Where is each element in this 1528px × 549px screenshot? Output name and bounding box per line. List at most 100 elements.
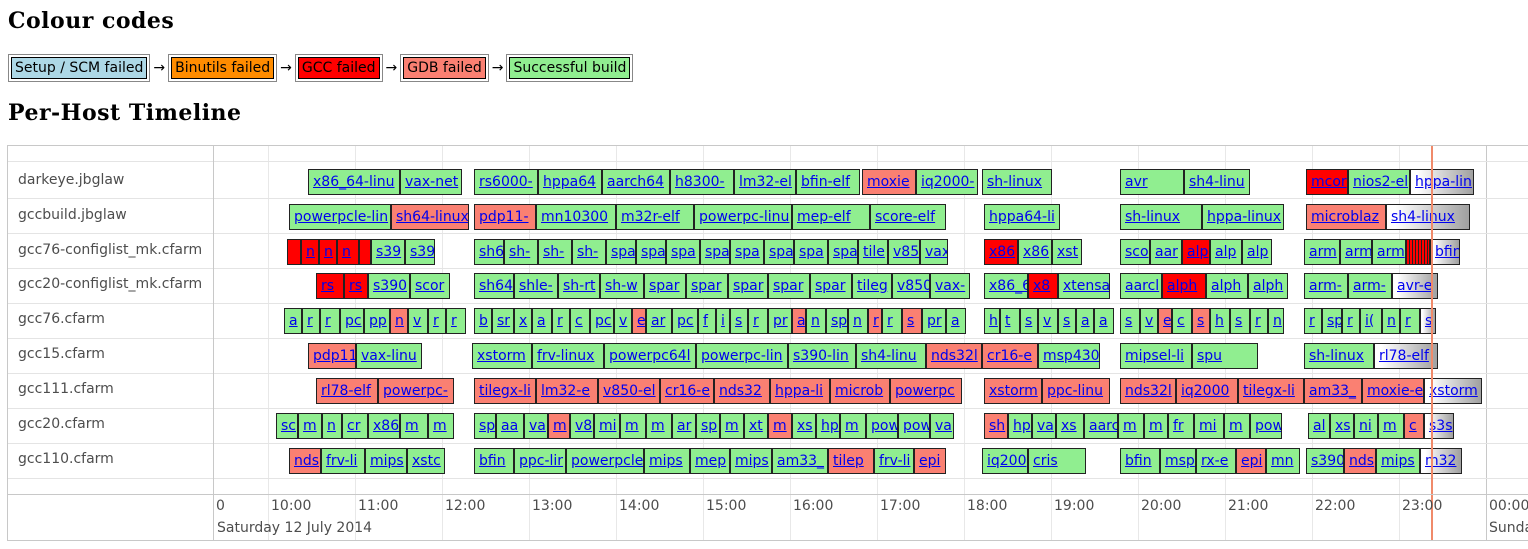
build-job-link[interactable]: rl78-elf [321,383,371,399]
build-job[interactable]: spar [686,273,728,299]
build-job-link[interactable]: cr [347,418,361,434]
build-job[interactable]: spar [644,273,686,299]
build-job-link[interactable]: cris [1033,453,1058,469]
build-job[interactable]: spar [810,273,852,299]
build-job[interactable]: alph [1162,273,1206,299]
build-job-link[interactable]: epi [1241,453,1263,469]
build-job-link[interactable]: pc [677,313,694,329]
build-job[interactable]: va [930,413,954,439]
build-job-link[interactable]: nds [294,453,320,469]
build-job[interactable]: shle- [514,273,558,299]
build-job[interactable]: rl78-elf [1374,343,1438,369]
build-job[interactable]: xstorm [472,343,532,369]
build-job[interactable]: mips [730,448,772,474]
build-job[interactable]: rs6000- [474,169,538,195]
build-job-link[interactable]: s [1235,313,1243,329]
build-job[interactable]: r [1400,308,1420,334]
build-job[interactable]: s390 [1306,448,1344,474]
build-job[interactable]: alp [1210,239,1242,265]
build-job-link[interactable]: sh [989,418,1006,434]
build-job[interactable]: ppc-linu [1042,378,1110,404]
build-job-link[interactable]: spa [799,244,824,260]
build-job-link[interactable]: v [1043,313,1052,329]
build-job[interactable]: n [1382,308,1400,334]
build-job-link[interactable]: arm [1345,244,1372,260]
build-job-link[interactable]: nds32l [1125,383,1172,399]
build-job-link[interactable]: bfin [1125,453,1152,469]
build-job[interactable]: sh4-linu [856,343,926,369]
build-job[interactable]: pr [768,308,792,334]
build-job-link[interactable]: m [773,418,787,434]
build-job-link[interactable]: spa [833,244,858,260]
build-job-link[interactable]: mips [649,453,683,469]
build-job-link[interactable]: aa [501,418,519,434]
build-job-link[interactable]: arm- [1353,278,1386,294]
build-job-link[interactable]: n [306,244,315,260]
build-job[interactable]: v85 [888,239,920,265]
build-job-link[interactable]: pow [871,418,898,434]
build-job-link[interactable]: t [1005,313,1011,329]
build-job[interactable]: am33_ [772,448,828,474]
build-job-link[interactable]: avr-e [1397,278,1433,294]
build-job-link[interactable]: x86_64-linu [313,174,395,190]
build-job[interactable]: sh-linux [982,169,1052,195]
build-job[interactable]: sc [276,413,298,439]
build-job[interactable]: x86_6 [984,273,1028,299]
build-job[interactable]: a [1094,308,1114,334]
build-job-link[interactable]: bfin [479,453,506,469]
build-job[interactable]: i [716,308,730,334]
build-job[interactable]: sh4-linu [1184,169,1250,195]
build-job[interactable]: spa [764,239,794,265]
build-job-link[interactable]: m [725,418,739,434]
build-job[interactable]: n [1268,308,1284,334]
build-job[interactable]: nds [1344,448,1376,474]
build-job-link[interactable]: x [519,313,528,329]
build-job[interactable]: s [1120,308,1140,334]
build-job-link[interactable]: arm [1377,244,1405,260]
build-job-link[interactable]: vax [925,244,948,260]
build-job-link[interactable]: m [1383,418,1397,434]
build-job[interactable]: sh- [572,239,606,265]
build-job-link[interactable]: hppa64 [543,174,597,190]
build-job-link[interactable]: sh4-linux [1391,209,1455,225]
build-job[interactable]: hppa-li [770,378,830,404]
build-job-link[interactable]: sp [831,313,848,329]
build-job-link[interactable]: r [451,313,457,329]
build-job[interactable]: sp [696,413,720,439]
build-job-link[interactable]: sh- [577,244,599,260]
build-job-link[interactable]: pdp11 [313,348,356,364]
build-job[interactable]: m32r-elf [616,204,694,230]
build-job[interactable]: aa [496,413,524,439]
build-job-link[interactable]: spar [649,278,680,294]
build-job-link[interactable]: n [1273,313,1282,329]
build-job[interactable]: pp [364,308,390,334]
build-job-link[interactable]: aarch64 [607,174,664,190]
build-job[interactable]: xstc [407,448,445,474]
build-job[interactable]: m [400,413,428,439]
build-job-link[interactable]: h [1215,313,1224,329]
build-job[interactable]: va [524,413,548,439]
build-job[interactable]: n [390,308,408,334]
build-job[interactable]: lm32-e [536,378,598,404]
build-job[interactable]: c [570,308,590,334]
build-job-link[interactable]: i( [1365,313,1375,329]
build-job[interactable]: r [868,308,882,334]
build-job[interactable]: hppa64 [538,169,602,195]
build-job[interactable]: s3s [1424,413,1454,439]
build-job[interactable]: m [646,413,672,439]
build-job-link[interactable]: powerpc-linu [699,209,790,225]
build-job[interactable]: alph [1206,273,1248,299]
build-job-link[interactable]: n [811,313,820,329]
build-job-link[interactable]: aarcl [1125,278,1160,294]
build-job[interactable]: sp [1322,308,1342,334]
build-job-link[interactable]: h8300- [675,174,725,190]
build-job[interactable]: powerpc [890,378,962,404]
build-job-link[interactable]: spar [773,278,804,294]
build-job[interactable]: r [552,308,570,334]
build-job-link[interactable]: aar [1155,244,1178,260]
build-job-link[interactable]: s390-lin [793,348,849,364]
build-job[interactable]: r [1250,308,1268,334]
build-job-link[interactable]: powerpcle-lin [294,209,389,225]
build-job-link[interactable]: tile [863,244,885,260]
build-job[interactable]: arm [1304,239,1340,265]
